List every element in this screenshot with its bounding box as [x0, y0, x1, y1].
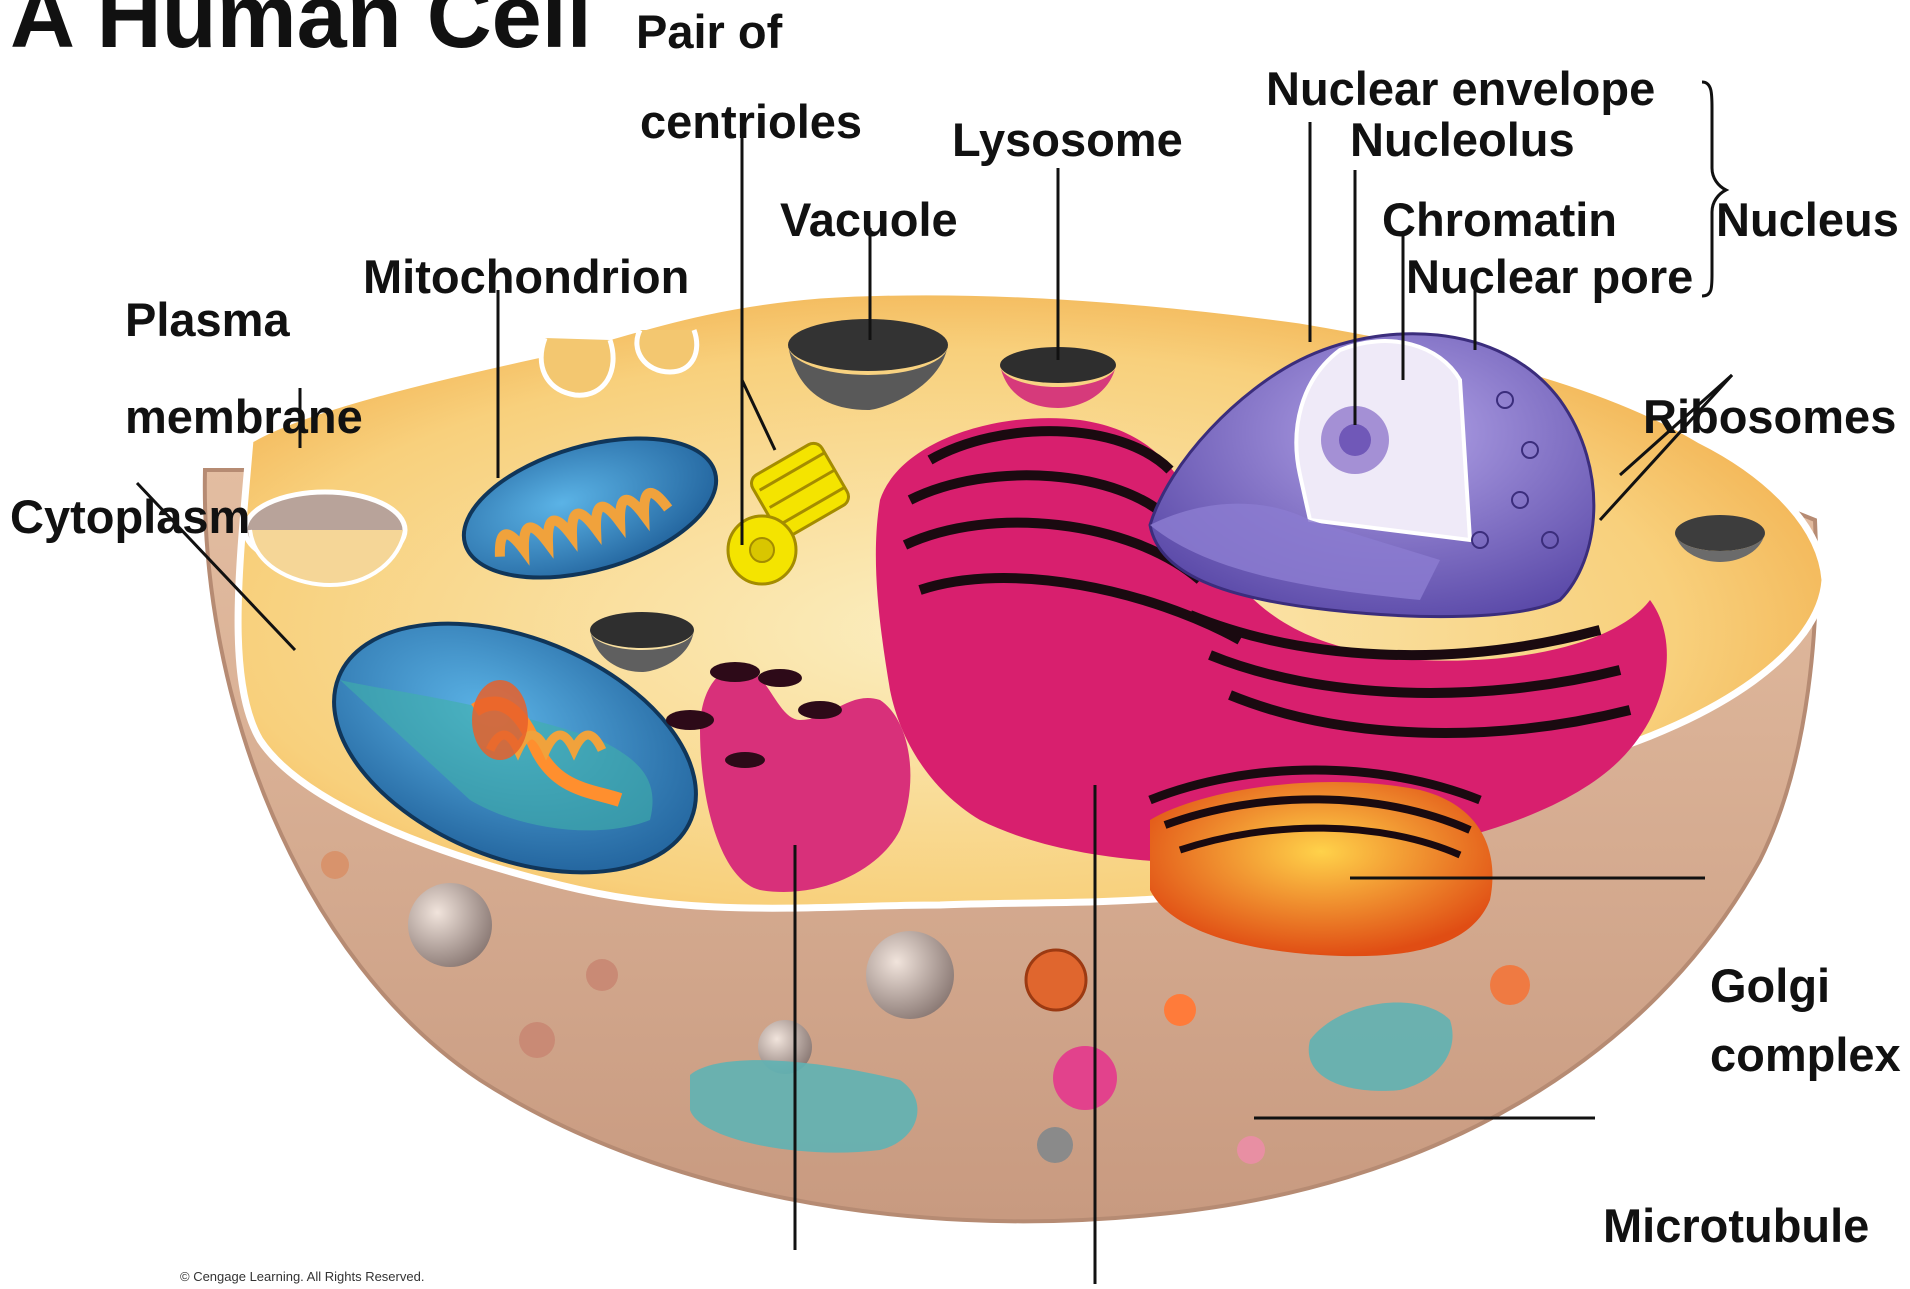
label-pair-of: Pair of — [636, 8, 782, 55]
label-centrioles: centrioles — [640, 98, 862, 145]
label-lysosome: Lysosome — [952, 116, 1183, 163]
label-microtubule: Microtubule — [1603, 1202, 1869, 1249]
nucleus-brace — [1702, 82, 1726, 296]
copyright-credit: © Cengage Learning. All Rights Reserved. — [180, 1270, 424, 1283]
label-nuclear-pore: Nuclear pore — [1406, 253, 1693, 300]
label-nuclear-envelope: Nuclear envelope — [1266, 65, 1655, 112]
page-title: A Human Cell — [10, 0, 592, 62]
label-golgi: Golgi — [1710, 962, 1830, 1009]
label-membrane: membrane — [125, 393, 363, 440]
label-cytoplasm: Cytoplasm — [10, 493, 250, 540]
label-mitochondrion: Mitochondrion — [363, 253, 689, 300]
label-nucleolus: Nucleolus — [1350, 116, 1575, 163]
label-vacuole: Vacuole — [780, 196, 958, 243]
label-complex: complex — [1710, 1031, 1901, 1078]
label-chromatin: Chromatin — [1382, 196, 1617, 243]
label-plasma: Plasma — [125, 296, 290, 343]
label-ribosomes: Ribosomes — [1643, 393, 1896, 440]
label-nucleus: Nucleus — [1716, 196, 1899, 243]
